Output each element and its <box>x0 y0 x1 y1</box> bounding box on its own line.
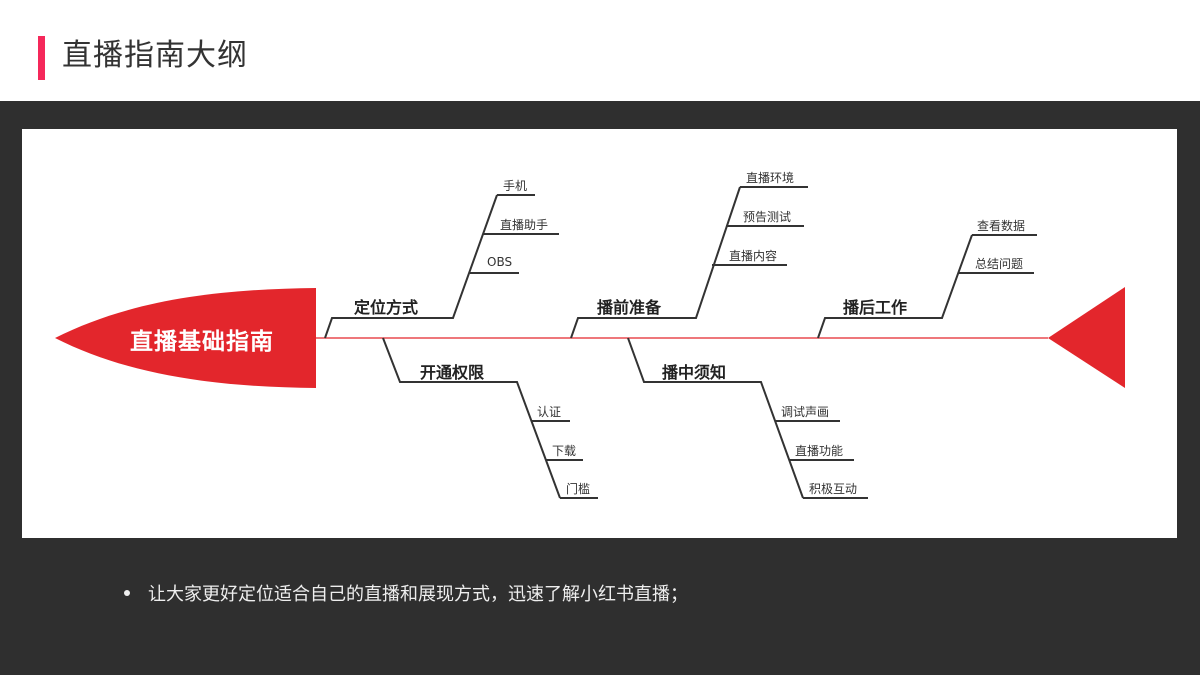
branch-item: 查看数据 <box>977 219 1026 233</box>
branch-item: 直播内容 <box>729 249 778 263</box>
branch-label-during-broadcast: 播中须知 <box>662 363 727 382</box>
title-accent-bar <box>38 36 45 80</box>
fish-head-label: 直播基础指南 <box>130 329 274 355</box>
branch-item: 积极互动 <box>809 482 858 496</box>
branch-item: OBS <box>487 255 513 269</box>
branch-item: 直播功能 <box>795 444 844 458</box>
branch-item: 手机 <box>503 179 528 193</box>
branch-item: 直播助手 <box>500 218 549 232</box>
bullet-dot-icon <box>124 590 130 596</box>
header: 直播指南大纲 <box>0 0 1200 101</box>
branch-item: 预告测试 <box>743 210 792 224</box>
branch-label-permissions: 开通权限 <box>420 363 485 382</box>
branch-label-post-broadcast: 播后工作 <box>843 298 908 317</box>
fish-tail-shape <box>1048 287 1125 388</box>
branch-item: 门槛 <box>566 482 591 496</box>
bullet-text: 让大家更好定位适合自己的直播和展现方式，迅速了解小红书直播； <box>148 584 688 605</box>
fishbone-lines <box>55 186 1125 499</box>
branch-item: 直播环境 <box>746 171 795 185</box>
branch-label-positioning: 定位方式 <box>354 298 419 317</box>
branch-label-pre-broadcast: 播前准备 <box>597 298 662 317</box>
fishbone-diagram: 直播基础指南 定位方式 手机 直播助手 OBS 开通权限 认证 下载 门槛 播前… <box>22 129 1177 538</box>
branch-item: 下载 <box>552 444 577 458</box>
branch-item: 调试声画 <box>781 405 830 419</box>
branch-item: 总结问题 <box>975 257 1024 271</box>
branch-item: 认证 <box>537 405 562 419</box>
page-title: 直播指南大纲 <box>62 38 248 73</box>
bullet-list-item: 让大家更好定位适合自己的直播和展现方式，迅速了解小红书直播； <box>124 580 688 606</box>
fish-head-shape <box>55 288 316 388</box>
